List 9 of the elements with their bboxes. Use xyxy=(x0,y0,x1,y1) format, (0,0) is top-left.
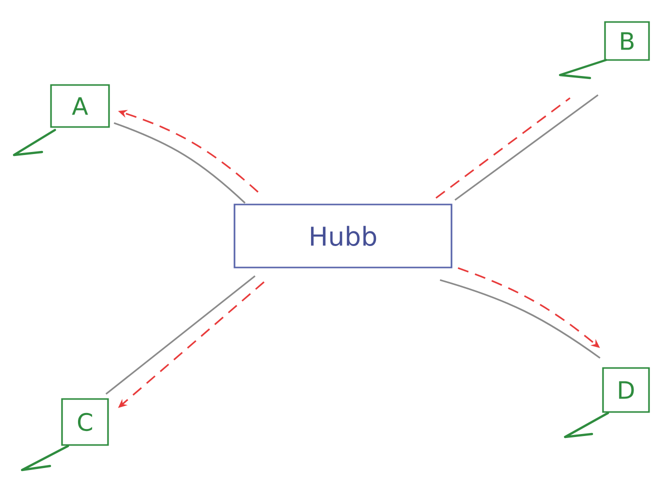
connector-line xyxy=(114,122,246,204)
letter-box: A xyxy=(12,84,110,156)
hub-box: Hubb xyxy=(234,204,452,268)
connector-line xyxy=(106,275,256,395)
connector-line xyxy=(454,94,598,201)
letter-box: D xyxy=(564,367,650,438)
connector-line xyxy=(440,279,600,359)
letter-box: C xyxy=(20,398,109,472)
letter-box: B xyxy=(558,21,650,80)
